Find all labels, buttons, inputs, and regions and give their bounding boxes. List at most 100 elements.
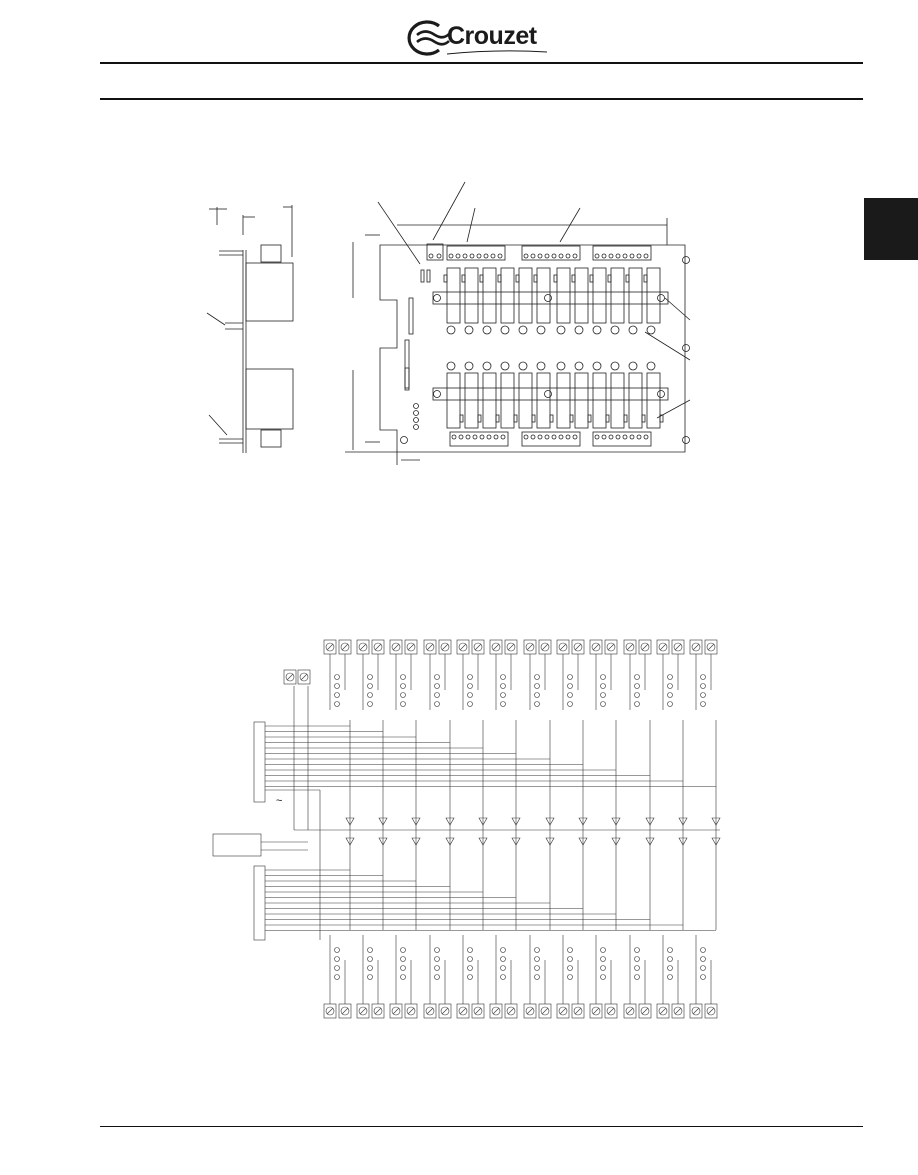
screw-slot bbox=[674, 1007, 682, 1015]
mounting-hole-icon bbox=[682, 256, 690, 264]
screw-slot bbox=[474, 1007, 482, 1015]
led-icon bbox=[464, 325, 474, 335]
contact-icon bbox=[634, 965, 640, 971]
terminal-block bbox=[297, 669, 311, 685]
relay-pin bbox=[515, 274, 520, 283]
screw-icon bbox=[491, 642, 501, 652]
contact-icon bbox=[367, 674, 373, 680]
screw-icon bbox=[558, 642, 568, 652]
diode-icon bbox=[345, 817, 355, 826]
contact-icon bbox=[500, 947, 506, 953]
screw-icon bbox=[615, 253, 621, 259]
screw-icon bbox=[448, 253, 454, 259]
screw-icon bbox=[325, 1006, 335, 1016]
contact-icon bbox=[500, 683, 506, 689]
diode-icon bbox=[378, 817, 388, 826]
contact-icon bbox=[667, 674, 673, 680]
screw-icon bbox=[551, 253, 557, 259]
contact-icon bbox=[567, 974, 573, 980]
screw-icon bbox=[523, 434, 529, 440]
diode-icon bbox=[345, 837, 355, 846]
diode-icon bbox=[611, 817, 621, 826]
relay-pin bbox=[461, 274, 466, 283]
contact-icon bbox=[534, 956, 540, 962]
screw-slot bbox=[426, 1007, 434, 1015]
screw-icon bbox=[573, 642, 583, 652]
contact-icon bbox=[534, 701, 540, 707]
screw-slot bbox=[474, 643, 482, 651]
contact-icon bbox=[434, 965, 440, 971]
contact-icon bbox=[367, 692, 373, 698]
screw-icon bbox=[573, 1006, 583, 1016]
screw-icon bbox=[525, 642, 535, 652]
led-icon bbox=[610, 361, 620, 371]
screw-icon bbox=[591, 1006, 601, 1016]
relay bbox=[628, 267, 643, 324]
fuse bbox=[426, 269, 431, 283]
contact-icon bbox=[500, 692, 506, 698]
contact-icon bbox=[367, 965, 373, 971]
screw-icon bbox=[537, 253, 543, 259]
screw-icon bbox=[523, 253, 529, 259]
screw-icon bbox=[425, 1006, 435, 1016]
contact-icon bbox=[567, 692, 573, 698]
screw-icon bbox=[462, 253, 468, 259]
screw-icon bbox=[493, 434, 499, 440]
screw-icon bbox=[673, 1006, 683, 1016]
screw-icon bbox=[629, 434, 635, 440]
contact-icon bbox=[467, 692, 473, 698]
screw-slot bbox=[707, 1007, 715, 1015]
screw-icon bbox=[622, 434, 628, 440]
relay bbox=[592, 267, 607, 324]
relay bbox=[518, 267, 533, 324]
led-icon bbox=[500, 325, 510, 335]
screw-slot bbox=[407, 1007, 415, 1015]
diode-icon bbox=[478, 817, 488, 826]
contact-icon bbox=[367, 974, 373, 980]
screw-slot bbox=[692, 643, 700, 651]
contact-icon bbox=[634, 974, 640, 980]
diode-icon bbox=[445, 817, 455, 826]
relay bbox=[482, 372, 497, 429]
screw-icon bbox=[458, 434, 464, 440]
relay-pin bbox=[443, 274, 448, 283]
ribbon-connector bbox=[404, 339, 410, 389]
screw-icon bbox=[558, 434, 564, 440]
diode-icon bbox=[545, 817, 555, 826]
contact-icon bbox=[434, 683, 440, 689]
led-icon bbox=[500, 361, 510, 371]
relay-pin bbox=[497, 274, 502, 283]
terminal-strip bbox=[592, 431, 652, 447]
screw-icon bbox=[658, 1006, 668, 1016]
screw-icon bbox=[440, 1006, 450, 1016]
relay-pin bbox=[605, 414, 610, 423]
screw-icon bbox=[706, 642, 716, 652]
led-icon bbox=[556, 361, 566, 371]
relay bbox=[464, 372, 479, 429]
relay-pin bbox=[459, 414, 464, 423]
screw-slot bbox=[459, 643, 467, 651]
leader-line bbox=[644, 331, 691, 361]
diode-icon bbox=[711, 837, 721, 846]
board-outline bbox=[379, 244, 686, 453]
screw-slot bbox=[374, 643, 382, 651]
screw-icon bbox=[358, 1006, 368, 1016]
screw-icon bbox=[544, 390, 552, 398]
screw-slot bbox=[326, 1007, 334, 1015]
led-icon bbox=[446, 361, 456, 371]
screw-icon bbox=[601, 434, 607, 440]
contact-icon bbox=[600, 965, 606, 971]
contact-icon bbox=[434, 947, 440, 953]
screw-icon bbox=[325, 642, 335, 652]
relay-pin bbox=[587, 414, 592, 423]
led-icon bbox=[556, 325, 566, 335]
screw-slot bbox=[507, 643, 515, 651]
screw-icon bbox=[340, 1006, 350, 1016]
screw-icon bbox=[425, 642, 435, 652]
relay bbox=[574, 267, 589, 324]
relay bbox=[536, 372, 551, 429]
led-icon bbox=[536, 325, 546, 335]
ribbon-connector bbox=[404, 367, 410, 391]
screw-icon bbox=[340, 642, 350, 652]
screw-slot bbox=[592, 643, 600, 651]
